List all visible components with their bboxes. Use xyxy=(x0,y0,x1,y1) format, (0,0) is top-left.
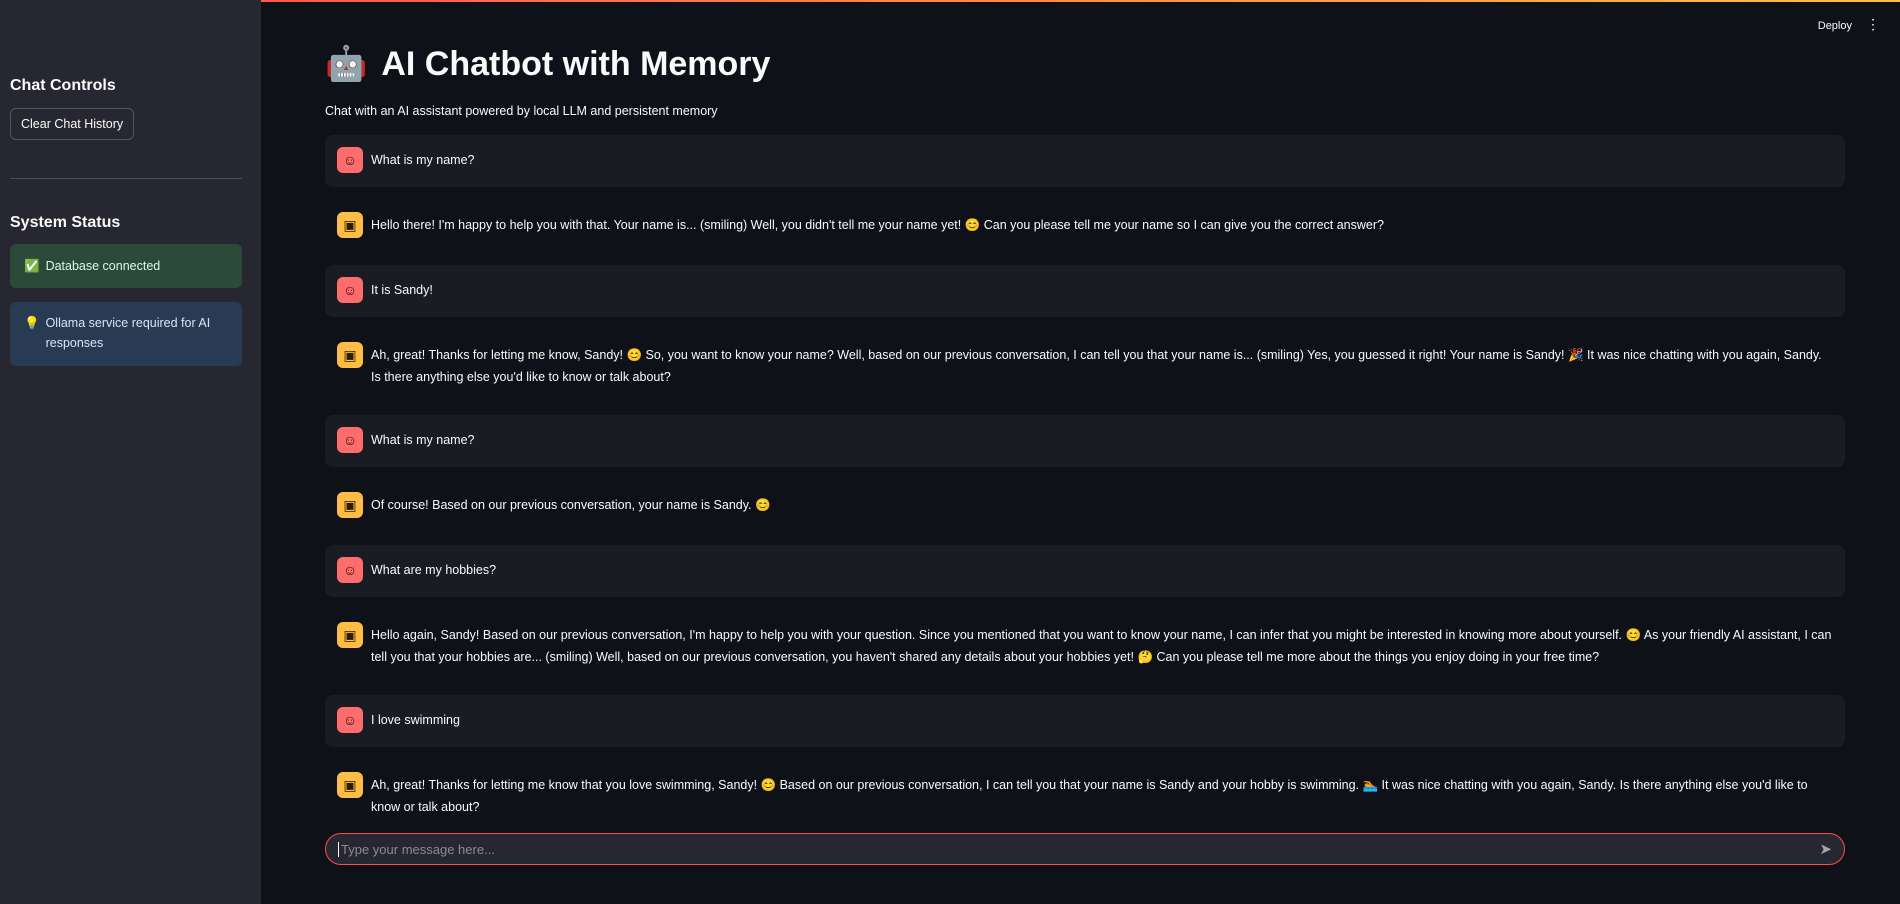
message-text: Hello again, Sandy! Based on our previou… xyxy=(371,628,1832,664)
message-text: I love swimming xyxy=(371,713,460,727)
assistant-message: ▣ Ah, great! Thanks for letting me know, … xyxy=(325,330,1845,402)
user-avatar-icon: ☺ xyxy=(337,147,363,173)
deploy-button[interactable]: Deploy xyxy=(1817,20,1852,32)
bot-avatar-icon: ▣ xyxy=(337,342,363,368)
kebab-icon[interactable]: ⋮ xyxy=(1866,16,1880,32)
ollama-status-text: Ollama service required for AI responses xyxy=(45,316,211,350)
assistant-message: ▣ Ah, great! Thanks for letting me know t… xyxy=(325,760,1845,832)
database-status-alert: ✅ Database connected xyxy=(10,244,242,288)
message-text: What is my name? xyxy=(371,153,475,167)
message-text: What are my hobbies? xyxy=(371,563,497,577)
user-avatar-icon: ☺ xyxy=(337,277,363,303)
message-text: What is my name? xyxy=(371,433,475,447)
assistant-message: ▣ Of course! Based on our previous conver… xyxy=(325,480,1845,532)
bot-avatar-icon: ▣ xyxy=(337,772,363,798)
message-text: Ah, great! Thanks for letting me know, S… xyxy=(371,348,1822,384)
bot-avatar-icon: ▣ xyxy=(337,492,363,518)
clear-chat-history-button[interactable]: Clear Chat History xyxy=(10,108,135,140)
sidebar-divider xyxy=(10,178,242,179)
top-decoration xyxy=(0,0,1900,2)
page-title-text: AI Chatbot with Memory xyxy=(381,44,771,83)
bot-avatar-icon: ▣ xyxy=(337,212,363,238)
send-icon[interactable]: ➤ xyxy=(1819,841,1832,858)
user-avatar-icon: ☺ xyxy=(337,557,363,583)
chat-messages: ☺ What is my name? ▣ Hello there! I'm happy… xyxy=(325,135,1845,832)
user-message: ☺ I love swimming xyxy=(325,695,1845,747)
bot-avatar-icon: ▣ xyxy=(337,622,363,648)
page-subtitle: Chat with an AI assistant powered by loc… xyxy=(325,104,718,118)
message-text: It is Sandy! xyxy=(371,283,433,297)
chat-input[interactable] xyxy=(338,841,1820,857)
lightbulb-icon: 💡 xyxy=(24,316,40,330)
user-message: ☺ What are my hobbies? xyxy=(325,545,1845,597)
page-title: 🤖 AI Chatbot with Memory xyxy=(325,44,770,84)
system-status-heading: System Status xyxy=(10,214,121,231)
user-avatar-icon: ☺ xyxy=(337,427,363,453)
robot-icon: 🤖 xyxy=(325,45,368,83)
user-message: ☺ What is my name? xyxy=(325,135,1845,187)
assistant-message: ▣ Hello again, Sandy! Based on our previo… xyxy=(325,610,1845,682)
user-message: ☺ It is Sandy! xyxy=(325,265,1845,317)
ollama-status-alert: 💡 Ollama service required for AI respons… xyxy=(10,302,242,366)
sidebar: Chat Controls Clear Chat History System … xyxy=(0,0,261,904)
chat-input-box[interactable]: ➤ xyxy=(325,833,1845,865)
check-icon: ✅ xyxy=(24,259,40,273)
message-text: Of course! Based on our previous convers… xyxy=(371,498,771,512)
database-status-text: Database connected xyxy=(45,259,161,273)
chat-controls-heading: Chat Controls xyxy=(10,77,116,94)
assistant-message: ▣ Hello there! I'm happy to help you with… xyxy=(325,200,1845,252)
user-message: ☺ What is my name? xyxy=(325,415,1845,467)
user-avatar-icon: ☺ xyxy=(337,707,363,733)
message-text: Ah, great! Thanks for letting me know th… xyxy=(371,778,1808,814)
message-text: Hello there! I'm happy to help you with … xyxy=(371,218,1384,232)
